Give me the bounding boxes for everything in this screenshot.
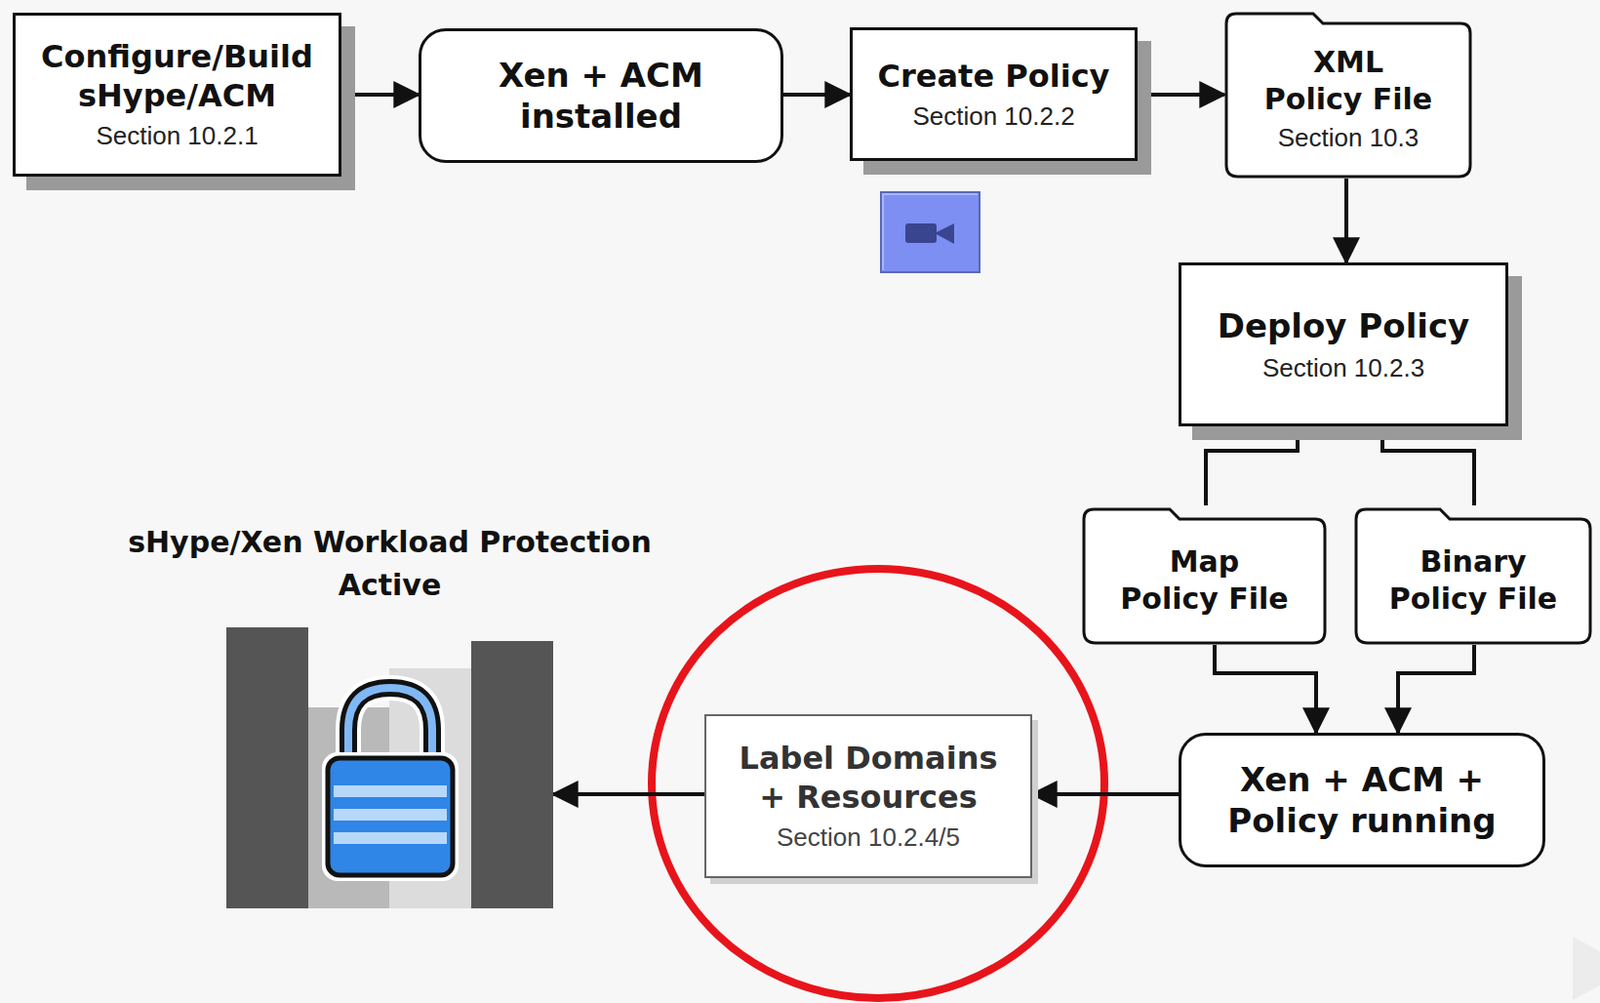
flow-arrow (1398, 644, 1475, 733)
file-folder: Binary Policy File (1354, 505, 1593, 645)
box-title: Create Policy (878, 56, 1111, 96)
box-content: Xen + ACM installed (440, 54, 762, 138)
process-box: Label Domains + ResourcesSection 10.2.4/… (704, 714, 1033, 879)
flow-arrow (1032, 792, 1179, 797)
flow-arrow (1214, 644, 1317, 733)
box-title: Binary Policy File (1386, 543, 1560, 617)
box-title: Label Domains + Resources (729, 738, 1008, 817)
process-box: Xen + ACM installed (418, 28, 784, 163)
process-box: Deploy PolicySection 10.2.3 (1178, 262, 1509, 427)
box-content: Xen + ACM + Policy running (1196, 759, 1528, 842)
section-ref: Section 10.3 (1278, 122, 1420, 154)
process-box: Configure/Build sHype/ACM Section 10.2.1 (12, 12, 342, 177)
box-title: Map Policy File (1118, 543, 1292, 617)
box-title: Configure/Build sHype/ACM (31, 37, 324, 116)
next-arrow-hint (1572, 936, 1600, 1000)
flow-arrow (1382, 426, 1475, 506)
flow-arrow (783, 92, 850, 97)
section-ref: Section 10.2.4/5 (776, 822, 960, 853)
section-ref: Section 10.2.3 (1262, 353, 1425, 384)
highlight-circle (651, 568, 1105, 999)
box-content: Create PolicySection 10.2.2 (878, 56, 1111, 132)
box-title: Xen + ACM + Policy running (1196, 759, 1528, 842)
flow-arrow (1344, 178, 1349, 263)
process-box: Create PolicySection 10.2.2 (849, 27, 1138, 161)
box-content: Label Domains + ResourcesSection 10.2.4/… (729, 738, 1008, 853)
file-folder: XML Policy FileSection 10.3 (1224, 9, 1473, 179)
box-title: XML Policy File (1261, 43, 1436, 118)
box-content: Map Policy File (1118, 543, 1292, 617)
process-box: Xen + ACM + Policy running (1178, 732, 1546, 868)
box-title: Xen + ACM installed (440, 54, 762, 138)
section-ref: Section 10.2.2 (912, 101, 1075, 132)
lock-illustration: sHype/Xen Workload Protection Active (226, 627, 554, 912)
box-title: Deploy Policy (1217, 305, 1471, 348)
box-content: Deploy PolicySection 10.2.3 (1217, 305, 1471, 384)
box-content: Binary Policy File (1386, 543, 1560, 617)
status-heading: sHype/Xen Workload Protection Active (97, 520, 683, 606)
camera-icon (880, 192, 980, 273)
flow-arrow (553, 792, 705, 797)
file-folder: Map Policy File (1081, 505, 1327, 645)
flow-arrow (1205, 426, 1298, 506)
section-ref: Section 10.2.1 (95, 120, 258, 152)
lock-art (226, 627, 554, 912)
box-content: Configure/Build sHype/ACM Section 10.2.1 (31, 37, 324, 152)
box-content: XML Policy FileSection 10.3 (1261, 43, 1436, 154)
flow-arrow (341, 92, 419, 97)
flow-arrow (1137, 92, 1225, 97)
